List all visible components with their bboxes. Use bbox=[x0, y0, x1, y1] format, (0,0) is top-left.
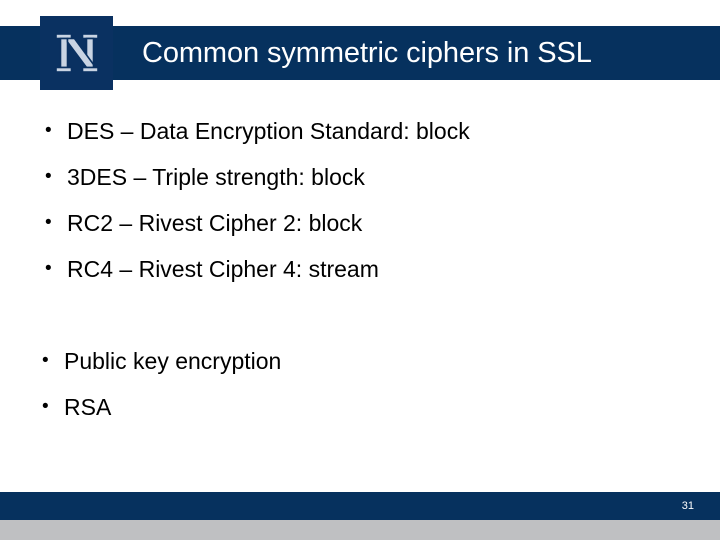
bullet-dot-icon: • bbox=[45, 166, 52, 187]
list-item-label: DES – Data Encryption Standard: block bbox=[67, 118, 470, 144]
footer-bar bbox=[0, 492, 720, 520]
bullet-group-public-key: • Public key encryption • RSA bbox=[0, 338, 720, 430]
list-item-label: RC4 – Rivest Cipher 4: stream bbox=[67, 256, 379, 282]
bullet-group-symmetric-ciphers: • DES – Data Encryption Standard: block … bbox=[0, 108, 720, 292]
bullet-dot-icon: • bbox=[45, 212, 52, 233]
bullet-dot-icon: • bbox=[45, 120, 52, 141]
list-item: • Public key encryption bbox=[0, 338, 720, 384]
list-item-label: RC2 – Rivest Cipher 2: block bbox=[67, 210, 363, 236]
university-logo bbox=[40, 16, 113, 90]
bullet-dot-icon: • bbox=[42, 396, 49, 417]
page-number: 31 bbox=[681, 500, 694, 512]
title-bar bbox=[0, 26, 720, 80]
list-item-label: RSA bbox=[64, 394, 112, 420]
list-item-label: 3DES – Triple strength: block bbox=[67, 164, 365, 190]
bottom-strip bbox=[0, 520, 720, 540]
list-item: • RC4 – Rivest Cipher 4: stream bbox=[0, 246, 720, 292]
list-item: • 3DES – Triple strength: block bbox=[0, 154, 720, 200]
list-item: • RC2 – Rivest Cipher 2: block bbox=[0, 200, 720, 246]
list-item: • RSA bbox=[0, 384, 720, 430]
bullet-dot-icon: • bbox=[42, 350, 49, 371]
list-item-label: Public key encryption bbox=[64, 348, 282, 374]
slide-title: Common symmetric ciphers in SSL bbox=[142, 37, 592, 69]
bullet-dot-icon: • bbox=[45, 258, 52, 279]
list-item: • DES – Data Encryption Standard: block bbox=[0, 108, 720, 154]
university-n-logo-icon bbox=[40, 16, 113, 90]
